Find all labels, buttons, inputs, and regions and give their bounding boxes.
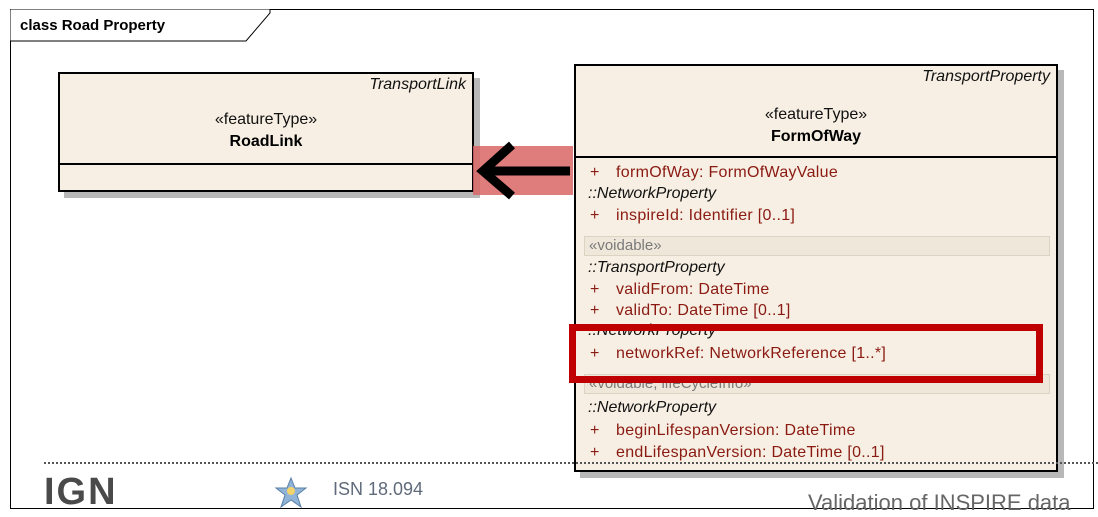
networkref-highlight-box [569,324,1043,383]
voidable-label-1: «voidable» [584,236,1050,256]
attr-networkref: +networkRef: NetworkReference [1..*] [590,345,887,362]
attr-endlifespanversion: +endLifespanVersion: DateTime [0..1] [590,444,885,461]
formofway-separator [576,156,1056,158]
frame-tab: class Road Property [10,9,272,42]
footer-caption: Validation of INSPIRE data [808,490,1071,515]
group-networkproperty-3: ::NetworkProperty [588,399,717,416]
attr-inspireid: +inspireId: Identifier [0..1] [590,207,796,224]
association-arrow-icon [476,141,570,200]
isn-logo-icon [274,476,308,509]
roadlink-stereotype: «featureType» [214,111,318,128]
attr-beginlifespanversion: +beginLifespanVersion: DateTime [590,422,856,439]
attr-formofway: +formOfWay: FormOfWayValue [590,164,839,181]
formofway-stereotype: «featureType» [764,106,868,123]
group-transportproperty: ::TransportProperty [588,259,725,276]
roadlink-parent: TransportLink [369,76,466,93]
formofway-name: FormOfWay [770,128,862,145]
roadlink-name: RoadLink [229,133,303,150]
group-networkproperty-1: ::NetworkProperty [588,185,717,202]
formofway-class[interactable]: TransportProperty «featureType» FormOfWa… [574,64,1058,472]
roadlink-separator-1 [60,163,472,165]
diagram-frame [10,9,1094,509]
ign-logo: IGN [44,471,118,513]
frame-title: class Road Property [20,17,166,34]
formofway-parent: TransportProperty [922,68,1050,85]
footer-divider [44,462,1098,464]
attr-validto: +validTo: DateTime [0..1] [590,302,791,319]
isn-label: ISN 18.094 [333,479,424,499]
attr-validfrom: +validFrom: DateTime [590,281,770,298]
roadlink-class[interactable]: TransportLink «featureType» RoadLink [58,72,474,192]
